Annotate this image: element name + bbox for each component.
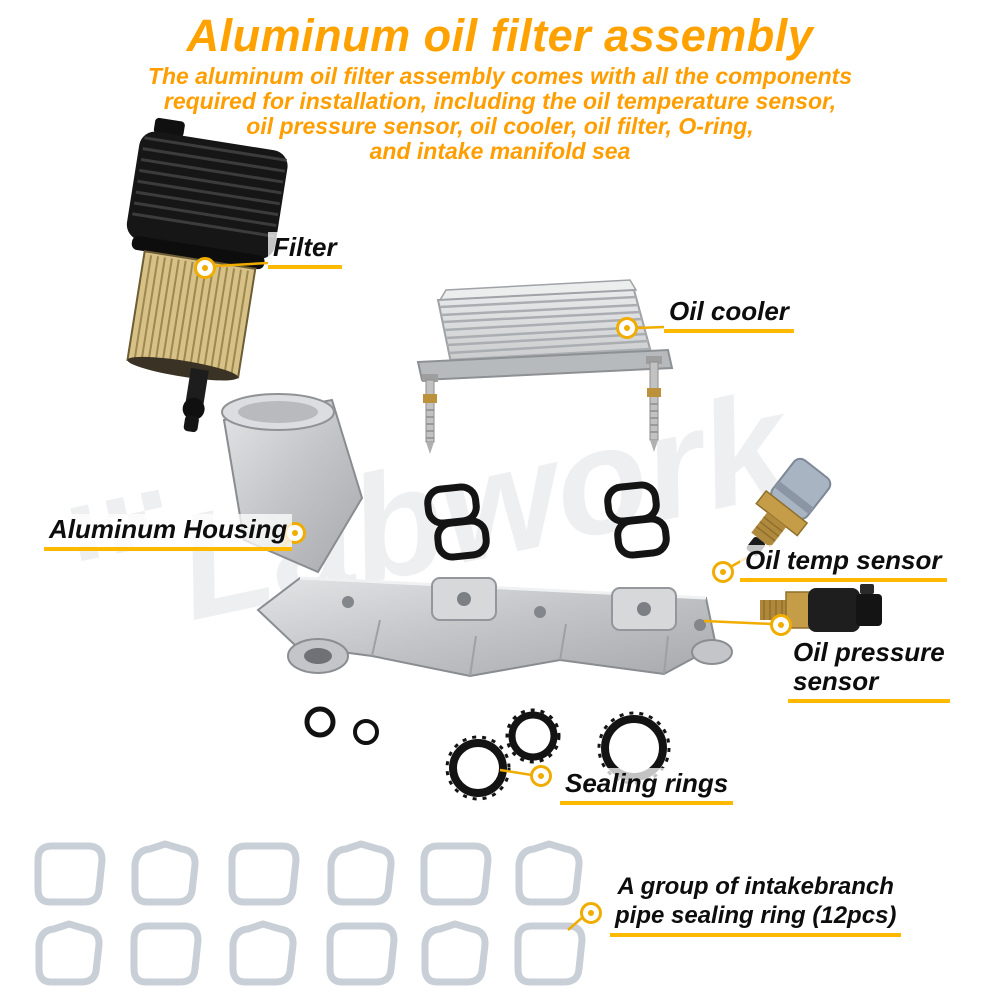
cooler-bolt-right xyxy=(646,356,662,452)
subtitle-line-4: and intake manifold sea xyxy=(369,138,631,164)
label-oil-cooler: Oil cooler xyxy=(664,296,794,333)
label-filter: Filter xyxy=(268,232,342,269)
subtitle-line-3: oil pressure sensor, oil cooler, oil fil… xyxy=(246,113,754,139)
subtitle-line-2: required for installation, including the… xyxy=(163,88,837,114)
label-oil-temp-sensor: Oil temp sensor xyxy=(740,545,947,582)
callout-marker-sealing-rings xyxy=(530,765,552,787)
subtitle-line-1: The aluminum oil filter assembly comes w… xyxy=(147,63,853,89)
label-oil-pressure-line-1: Oil pressure xyxy=(793,637,945,667)
label-intake-line-2: pipe sealing ring (12pcs) xyxy=(615,902,897,929)
oil-cooler-part xyxy=(416,279,674,454)
page-subtitle: The aluminum oil filter assembly comes w… xyxy=(0,64,1000,164)
label-aluminum-housing: Aluminum Housing xyxy=(44,514,293,551)
intake-manifold-gaskets xyxy=(38,844,582,982)
callout-marker-oil-temp-sensor xyxy=(712,561,734,583)
label-oil-pressure-sensor: Oil pressure sensor xyxy=(788,638,950,703)
callout-marker-filter xyxy=(194,257,216,279)
label-intake-gaskets: A group of intakebranch pipe sealing rin… xyxy=(610,872,902,937)
square-seal-gaskets xyxy=(424,481,670,561)
callout-marker-oil-cooler xyxy=(616,317,638,339)
page-title: Aluminum oil filter assembly xyxy=(186,10,814,61)
oil-filter-cartridge xyxy=(126,117,288,433)
label-sealing-rings: Sealing rings xyxy=(560,768,734,805)
callout-marker-intake-gaskets xyxy=(580,902,602,924)
oil-pressure-sensor-part xyxy=(760,584,882,632)
label-intake-line-1: A group of intakebranch xyxy=(617,873,894,900)
label-oil-pressure-line-2: sensor xyxy=(793,666,879,696)
oil-temp-sensor-part xyxy=(746,457,832,556)
sealing-rings-parts xyxy=(304,706,671,801)
callout-marker-oil-pressure-sensor xyxy=(770,614,792,636)
cooler-bolt-left xyxy=(422,374,438,454)
